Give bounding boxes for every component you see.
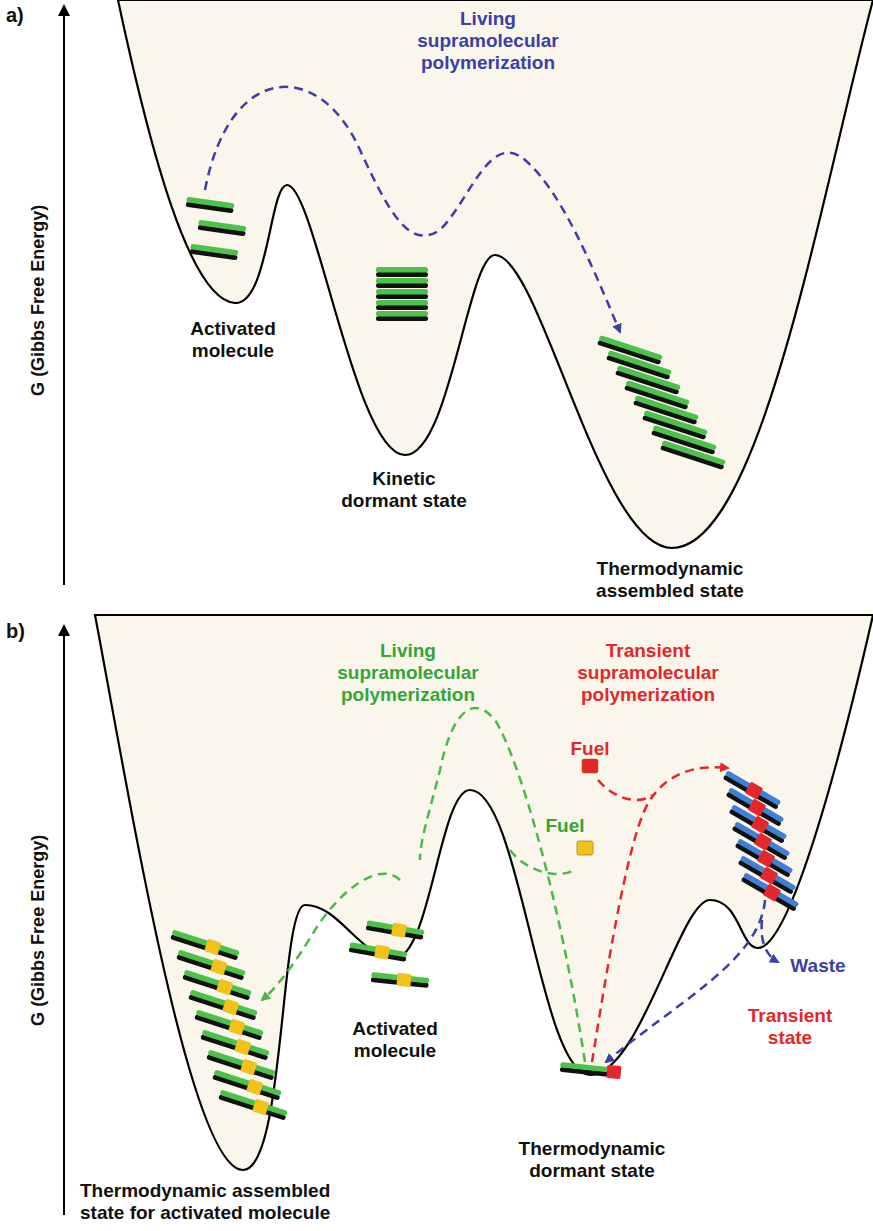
state-label: Living supramolecular polymerization	[408, 8, 568, 74]
axis-label: G (Gibbs Free Energy)	[28, 170, 49, 430]
state-label: a)	[6, 4, 46, 27]
molecule-illustration	[170, 197, 800, 1122]
pathway-arrow	[606, 900, 765, 1062]
state-label: Thermodynamic dormant state	[512, 1138, 672, 1182]
state-label: Fuel	[560, 738, 620, 760]
energy-well	[95, 615, 873, 1170]
state-label: Waste	[783, 955, 853, 977]
state-label: Fuel	[535, 815, 595, 837]
state-label: Transient state	[735, 1005, 845, 1049]
axis-label: G (Gibbs Free Energy)	[28, 800, 49, 1060]
state-label: Thermodynamic assembled state for activa…	[80, 1180, 350, 1224]
pathway-arrow	[420, 708, 585, 1062]
pathway-arrow	[592, 767, 728, 1062]
state-label: b)	[6, 620, 46, 643]
state-label: Activated molecule	[178, 318, 288, 362]
energy-well	[118, 0, 873, 548]
energy-axis	[63, 14, 65, 585]
state-label: Transient supramolecular polymerization	[548, 640, 748, 706]
state-label: Activated molecule	[340, 1018, 450, 1062]
state-label: Kinetic dormant state	[334, 468, 474, 512]
fuel-arrow	[598, 780, 652, 800]
waste-arrow	[762, 920, 778, 962]
fuel-arrow	[510, 850, 575, 874]
energy-axis	[63, 634, 65, 1215]
pathway-arrow	[205, 87, 620, 332]
state-label: Living supramolecular polymerization	[328, 640, 488, 706]
state-label: Thermodynamic assembled state	[580, 558, 760, 602]
